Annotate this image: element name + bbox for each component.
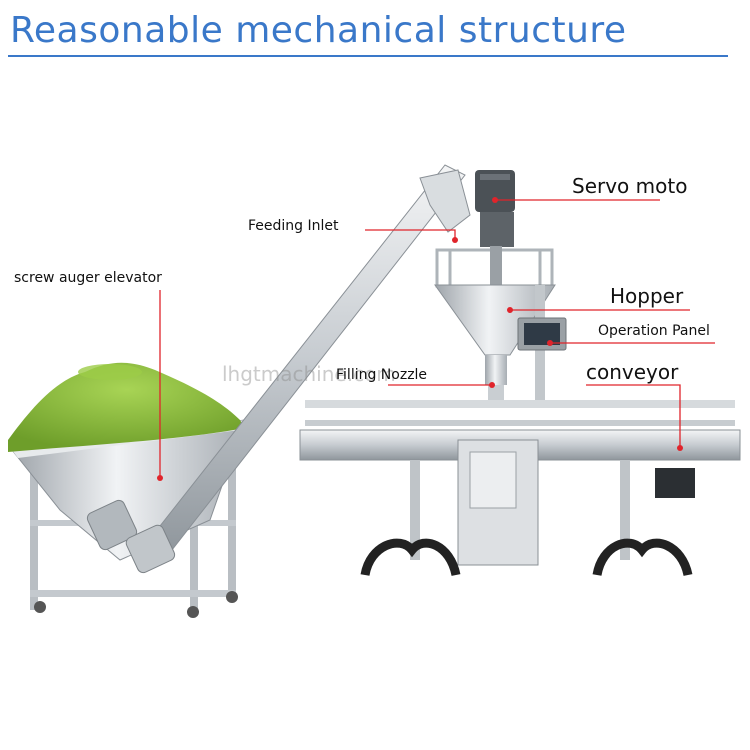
callout-line-conveyor: [586, 384, 681, 448]
label-feeding-inlet: Feeding Inlet: [248, 218, 339, 234]
filling-machine: [434, 170, 567, 407]
callout-dot-hopper: [507, 307, 513, 313]
auger-tube: [86, 164, 471, 574]
callout-dot-feeding: [452, 237, 458, 243]
label-servo-motor: Servo moto: [572, 174, 688, 198]
callout-dot-elevator: [157, 475, 163, 481]
title-underline: [8, 55, 728, 57]
callout-line-feeding: [365, 229, 456, 240]
callout-dot-conveyor: [677, 445, 683, 451]
conveyor-assembly: [299, 400, 741, 577]
callout-dot-panel: [547, 340, 553, 346]
label-conveyor: conveyor: [586, 360, 679, 384]
label-screw-auger-elevator: screw auger elevator: [14, 270, 162, 286]
watermark: lhgtmachine.com: [222, 362, 396, 386]
page-title: Reasonable mechanical structure: [10, 10, 627, 51]
label-operation-panel: Operation Panel: [598, 323, 710, 339]
callout-dot-nozzle: [489, 382, 495, 388]
callout-dot-servo: [492, 197, 498, 203]
label-hopper: Hopper: [610, 284, 684, 308]
label-filling-nozzle: Filling Nozzle: [336, 367, 428, 383]
green-powder-pile: [8, 362, 245, 452]
